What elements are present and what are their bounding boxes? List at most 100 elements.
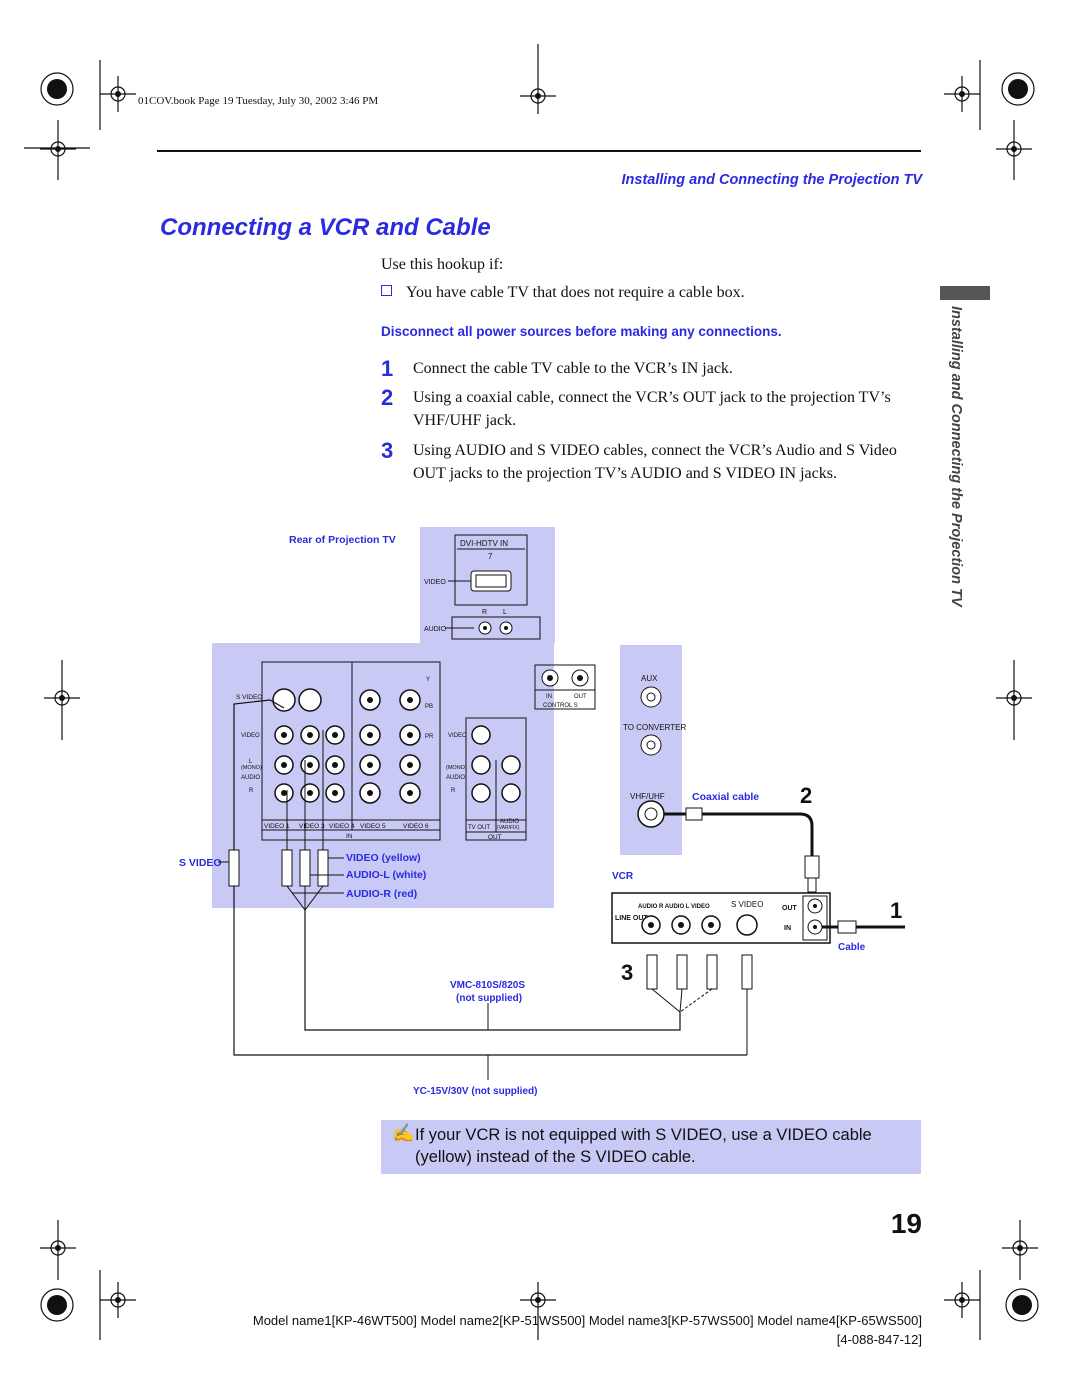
dvi-number: 7 (488, 552, 493, 561)
step-1: 1 Connect the cable TV cable to the VCR’s… (381, 356, 911, 381)
out-jack (471, 755, 491, 775)
s-video-cable-label: S VIDEO (179, 857, 222, 869)
side-tab (940, 286, 990, 300)
vcr-s-video-label: S VIDEO (731, 900, 763, 909)
out-jack (501, 755, 521, 775)
step-2-marker: 2 (800, 783, 812, 808)
panel-jack-pin (367, 697, 373, 703)
panel-jack-pin (281, 790, 287, 796)
yc-label: YC-15V/30V (not supplied) (413, 1086, 537, 1097)
to-converter-label: TO CONVERTER (623, 723, 686, 732)
panel-video4: VIDEO 4 (329, 823, 355, 830)
panel-in-label: IN (346, 833, 353, 840)
step-number: 3 (381, 438, 394, 463)
vcr-out-label: OUT (782, 905, 798, 912)
vmc-label: VMC-810S/820S (450, 980, 525, 991)
video-yellow-label: VIDEO (yellow) (346, 852, 421, 864)
var-fix-label: (VAR/FIX) (497, 825, 520, 831)
dvi-video-label: VIDEO (424, 579, 446, 586)
step-3: 3 Using AUDIO and S VIDEO cables, connect… (381, 438, 911, 485)
panel-jack-pin (332, 762, 338, 768)
out-mono-label: (MONO) (446, 765, 467, 771)
panel-jack-pin (281, 732, 287, 738)
panel-r-label: R (249, 788, 254, 794)
note-text: If your VCR is not equipped with S VIDEO… (415, 1126, 872, 1167)
audio-out-label: AUDIO (500, 819, 519, 825)
tv-out-label: TV OUT (468, 825, 490, 831)
panel-jack-pin (307, 732, 313, 738)
panel-jack-pin (367, 732, 373, 738)
s-video-jack (298, 688, 322, 712)
vhf-uhf-label: VHF/UHF (630, 792, 665, 801)
panel-jack-pin (407, 732, 413, 738)
out-jack (471, 725, 491, 745)
step-number: 2 (381, 385, 394, 410)
panel-pb-label: PB (425, 704, 433, 710)
panel-jack-pin (332, 732, 338, 738)
panel-video1: VIDEO 1 (264, 823, 290, 830)
audio-r-red-label: AUDIO-R (red) (346, 888, 417, 900)
panel-jack-pin (407, 762, 413, 768)
header-rule (157, 150, 921, 152)
panel-video3: VIDEO 3 (299, 823, 325, 830)
panel-jack-pin (307, 790, 313, 796)
dvi-label: DVI-HDTV IN (460, 539, 508, 548)
panel-jack-pin (307, 762, 313, 768)
printer-line: 01COV.book Page 19 Tuesday, July 30, 200… (138, 95, 379, 107)
panel-l-label: L (249, 759, 253, 765)
panel-video6: VIDEO 6 (403, 823, 429, 830)
panel-jack-pin (281, 762, 287, 768)
footer-code: [4-088-847-12] (836, 1332, 922, 1347)
step-2: 2 Using a coaxial cable, connect the VCR’… (381, 385, 911, 432)
panel-mono-label: (MONO) (241, 765, 262, 771)
panel-y-label: Y (426, 677, 430, 683)
control-in-label: IN (546, 694, 552, 700)
page-number: 19 (890, 1208, 922, 1239)
out-jack (471, 783, 491, 803)
rear-label: Rear of Projection TV (289, 534, 396, 546)
step-3-marker: 3 (621, 960, 633, 985)
panel-jack-pin (407, 790, 413, 796)
page-title: Connecting a VCR and Cable (160, 214, 491, 241)
step-text: Connect the cable TV cable to the VCR’s … (413, 360, 733, 377)
panel-jack-pin (332, 790, 338, 796)
vmc-not-supplied-label: (not supplied) (456, 993, 522, 1004)
coaxial-cable-label: Coaxial cable (692, 791, 759, 803)
control-s-label: CONTROL S (543, 703, 578, 709)
bullet-text: You have cable TV that does not require … (406, 284, 745, 301)
audio-l-white-label: AUDIO-L (white) (346, 869, 426, 881)
out-jack (501, 783, 521, 803)
panel-video5: VIDEO 5 (360, 823, 386, 830)
note-box (381, 1120, 921, 1174)
top-audio-label: AUDIO (424, 626, 447, 633)
step-text: Using a coaxial cable, connect the VCR’s… (413, 389, 891, 430)
panel-jack-pin (367, 790, 373, 796)
vcr-label: VCR (612, 871, 634, 882)
step-1-marker: 1 (890, 898, 902, 923)
note-pen-icon: ✍ (392, 1123, 415, 1143)
out-r-label: R (451, 788, 456, 794)
footer-models: Model name1[KP-46WT500] Model name2[KP-5… (252, 1313, 922, 1328)
monitor-out-label: OUT (488, 834, 502, 841)
vcr-in-label: IN (784, 925, 791, 932)
step-number: 1 (381, 356, 394, 381)
out-audio-label: AUDIO (446, 775, 465, 781)
intro-text: Use this hookup if: (381, 256, 504, 273)
bullet-item: You have cable TV that does not require … (381, 284, 745, 302)
section-header: Installing and Connecting the Projection… (621, 172, 923, 188)
bullet-box-icon (381, 285, 392, 296)
audio-l-label: L (503, 609, 507, 616)
audio-r-label: R (482, 609, 487, 616)
panel-s-video-label: S VIDEO (236, 694, 262, 701)
vcr-line-out-label: LINE OUT (615, 915, 648, 922)
control-out-label: OUT (574, 694, 587, 700)
panel-jack-pin (407, 697, 413, 703)
cable-label: Cable (838, 942, 866, 953)
step-text: Using AUDIO and S VIDEO cables, connect … (413, 442, 897, 483)
panel-video-label: VIDEO (241, 733, 260, 739)
out-video-label: VIDEO (448, 733, 467, 739)
panel-jack-pin (367, 762, 373, 768)
warning-text: Disconnect all power sources before maki… (381, 324, 782, 339)
